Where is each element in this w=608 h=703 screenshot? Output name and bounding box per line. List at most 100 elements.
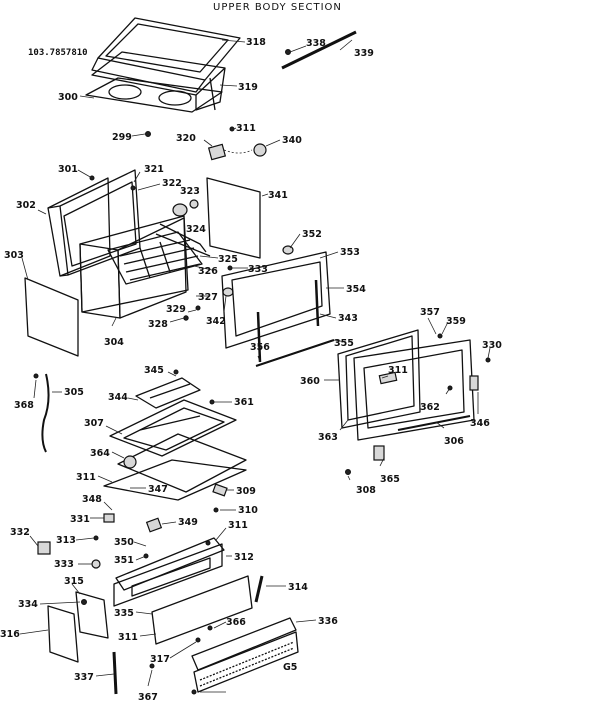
wire-harness bbox=[33, 373, 50, 453]
callout: 351 bbox=[114, 555, 134, 566]
callout: 355 bbox=[334, 338, 354, 349]
callout: 362 bbox=[420, 402, 440, 413]
callout: 325 bbox=[218, 254, 238, 265]
callout: 302 bbox=[16, 200, 36, 211]
callout: 361 bbox=[234, 397, 254, 408]
broiler-assembly bbox=[103, 369, 247, 501]
callout: 348 bbox=[82, 494, 102, 505]
oven-door-frame bbox=[221, 251, 335, 367]
side-panel bbox=[24, 277, 79, 357]
callout: 353 bbox=[340, 247, 360, 258]
callout: 356 bbox=[250, 342, 270, 353]
callout: 313 bbox=[56, 535, 76, 546]
callout: 311 bbox=[118, 632, 138, 643]
drawer-front bbox=[113, 537, 225, 607]
callout: 308 bbox=[356, 485, 376, 496]
callout: 307 bbox=[84, 418, 104, 429]
drawer-rail bbox=[254, 575, 264, 603]
left-hardware bbox=[37, 541, 101, 569]
callout: 367 bbox=[138, 692, 158, 703]
small-hardware bbox=[183, 245, 294, 321]
callout: 368 bbox=[14, 400, 34, 411]
callout: 311 bbox=[388, 365, 408, 376]
callout: 328 bbox=[148, 319, 168, 330]
callout: 359 bbox=[446, 316, 466, 327]
callout: 334 bbox=[18, 599, 38, 610]
diagram-title: UPPER BODY SECTION bbox=[213, 2, 342, 13]
callout: 314 bbox=[288, 582, 308, 593]
callout: 349 bbox=[178, 517, 198, 528]
callout: 327 bbox=[198, 292, 218, 303]
callout: 352 bbox=[302, 229, 322, 240]
model-number: 103.7857810 bbox=[28, 48, 88, 58]
callout: 316 bbox=[0, 629, 20, 640]
callout: 340 bbox=[282, 135, 302, 146]
callout: 309 bbox=[236, 486, 256, 497]
callout: 330 bbox=[482, 340, 502, 351]
callout: 339 bbox=[354, 48, 374, 59]
drawer-hardware bbox=[93, 483, 228, 541]
callout: 319 bbox=[238, 82, 258, 93]
right-side-panel bbox=[206, 177, 261, 259]
callout: 337 bbox=[74, 672, 94, 683]
callout: 321 bbox=[144, 164, 164, 175]
callout: 329 bbox=[166, 304, 186, 315]
callout: 354 bbox=[346, 284, 366, 295]
callout: 303 bbox=[4, 250, 24, 261]
callout: 306 bbox=[444, 436, 464, 447]
callout: 346 bbox=[470, 418, 490, 429]
callout: 301 bbox=[58, 164, 78, 175]
callout: 343 bbox=[338, 313, 358, 324]
glass-panel bbox=[151, 575, 253, 645]
callout: 311 bbox=[76, 472, 96, 483]
callout: 312 bbox=[234, 552, 254, 563]
callout: 338 bbox=[306, 38, 326, 49]
callout: 304 bbox=[104, 337, 124, 348]
callout: 336 bbox=[318, 616, 338, 627]
callout: 345 bbox=[144, 365, 164, 376]
callout: 300 bbox=[58, 92, 78, 103]
callout: 324 bbox=[186, 224, 206, 235]
callout: 311 bbox=[236, 123, 256, 134]
callout: 315 bbox=[64, 576, 84, 587]
callout: 360 bbox=[300, 376, 320, 387]
leader-lines bbox=[19, 39, 491, 693]
callout: 323 bbox=[180, 186, 200, 197]
callout: 363 bbox=[318, 432, 338, 443]
callout: 305 bbox=[64, 387, 84, 398]
trim-and-screws bbox=[112, 625, 213, 695]
callout: 326 bbox=[198, 266, 218, 277]
cooktop-pan-assembly bbox=[85, 17, 241, 113]
callout: 317 bbox=[150, 654, 170, 665]
callout: 366 bbox=[226, 617, 246, 628]
oven-light bbox=[172, 199, 199, 217]
callout: 331 bbox=[70, 514, 90, 525]
callout: 333 bbox=[54, 559, 74, 570]
callout: 310 bbox=[238, 505, 258, 516]
footer-code: G5 bbox=[283, 662, 297, 673]
callout: 365 bbox=[380, 474, 400, 485]
callout: 342 bbox=[206, 316, 226, 327]
callout: 320 bbox=[176, 133, 196, 144]
callout: 357 bbox=[420, 307, 440, 318]
callout: 318 bbox=[246, 37, 266, 48]
screw-299 bbox=[145, 131, 151, 137]
callout: 311 bbox=[228, 520, 248, 531]
callout: 344 bbox=[108, 392, 128, 403]
oven-cavity bbox=[79, 215, 211, 319]
oven-liner bbox=[47, 169, 141, 277]
callout: 332 bbox=[10, 527, 30, 538]
callout: 347 bbox=[148, 484, 168, 495]
callout: 322 bbox=[162, 178, 182, 189]
callout: 341 bbox=[268, 190, 288, 201]
callout: 350 bbox=[114, 537, 134, 548]
callout: 333 bbox=[248, 264, 268, 275]
kick-panel bbox=[191, 617, 299, 693]
callout-labels: 318 319 300 299 338 339 320 311 340 301 … bbox=[0, 37, 502, 703]
callout: 299 bbox=[112, 132, 132, 143]
callout: 364 bbox=[90, 448, 110, 459]
door-assembly bbox=[337, 329, 491, 475]
callout: 335 bbox=[114, 608, 134, 619]
lower-panels bbox=[47, 591, 109, 663]
